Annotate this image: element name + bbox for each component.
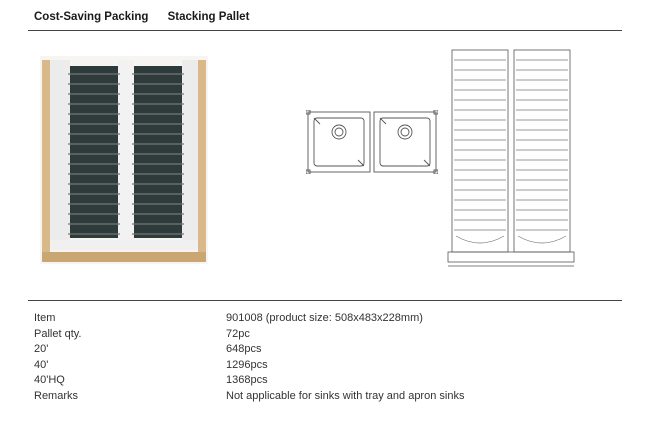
- specs-table: Item 901008 (product size: 508x483x228mm…: [34, 311, 614, 404]
- pallet-photo: [40, 56, 208, 264]
- spec-value: Not applicable for sinks with tray and a…: [226, 389, 465, 402]
- spec-label: Item: [34, 312, 56, 324]
- specs-divider: [28, 300, 622, 301]
- tab-cost-saving-packing[interactable]: Cost-Saving Packing: [34, 11, 149, 23]
- spec-value: 648pcs: [226, 343, 262, 355]
- spec-row-40hq: 40'HQ 1368pcs: [34, 373, 614, 389]
- header-divider: [28, 30, 622, 31]
- spec-value: 1368pcs: [226, 374, 268, 386]
- spec-row-pallet-qty: Pallet qty. 72pc: [34, 327, 614, 343]
- spec-value: 72pc: [226, 327, 250, 340]
- spec-row-item: Item 901008 (product size: 508x483x228mm…: [34, 311, 614, 327]
- spec-value: 1296pcs: [226, 358, 268, 371]
- spec-row-40ft: 40' 1296pcs: [34, 358, 614, 374]
- tab-stacking-pallet[interactable]: Stacking Pallet: [167, 11, 250, 23]
- spec-label: Pallet qty.: [34, 327, 82, 340]
- spec-row-20ft: 20' 648pcs: [34, 342, 614, 358]
- section-tabs: Cost-Saving Packing Stacking Pallet: [34, 11, 265, 23]
- spec-label: 20': [34, 343, 49, 355]
- spec-label: 40'HQ: [34, 374, 65, 386]
- spec-row-remarks: Remarks Not applicable for sinks with tr…: [34, 389, 614, 405]
- spec-label: Remarks: [34, 389, 79, 402]
- spec-label: 40': [34, 358, 49, 371]
- spec-value: 901008 (product size: 508x483x228mm): [226, 312, 423, 324]
- pallet-side-view-drawing: [447, 49, 575, 267]
- pallet-top-view-drawing: [306, 110, 438, 174]
